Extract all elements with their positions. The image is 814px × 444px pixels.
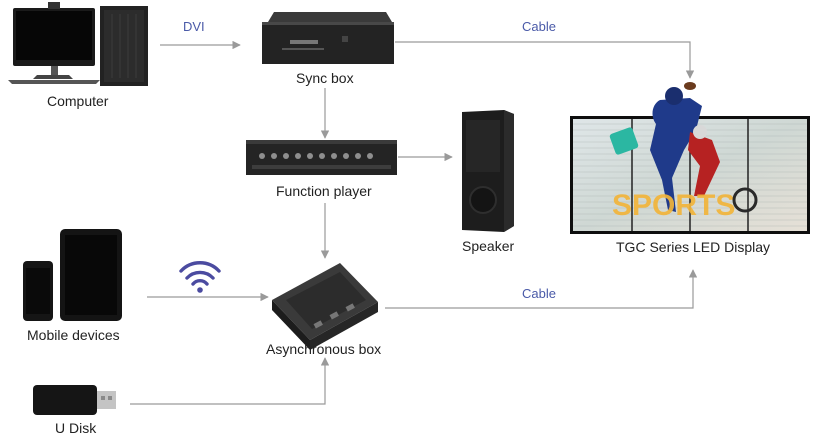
asynchronous-box-icon (272, 263, 378, 350)
cable-bottom-connection-label: Cable (522, 286, 556, 301)
led-display-icon: SPORTS (570, 82, 810, 234)
function-player-icon (246, 140, 397, 175)
arrow-sync-to-display (395, 41, 695, 79)
arrow-udisk-to-async (130, 357, 330, 405)
mobile-devices-label: Mobile devices (27, 327, 120, 343)
computer-icon (8, 2, 148, 86)
cable-top-connection-label: Cable (522, 19, 556, 34)
speaker-icon (462, 110, 514, 232)
arrow-async-to-display (385, 269, 698, 309)
computer-label: Computer (47, 93, 109, 109)
wifi-icon (179, 261, 221, 293)
speaker-label: Speaker (462, 238, 515, 254)
asynchronous-box-label: Asynchronous box (266, 341, 382, 357)
sync-box-icon (262, 12, 394, 64)
function-player-label: Function player (276, 183, 372, 199)
u-disk-icon (33, 385, 116, 415)
display-screen-text: SPORTS (612, 189, 735, 222)
led-display-label: TGC Series LED Display (616, 239, 771, 255)
sync-box-label: Sync box (296, 70, 354, 86)
mobile-devices-icon (23, 229, 122, 321)
u-disk-label: U Disk (55, 420, 97, 436)
connection-lines (130, 40, 698, 405)
dvi-connection-label: DVI (183, 19, 205, 34)
